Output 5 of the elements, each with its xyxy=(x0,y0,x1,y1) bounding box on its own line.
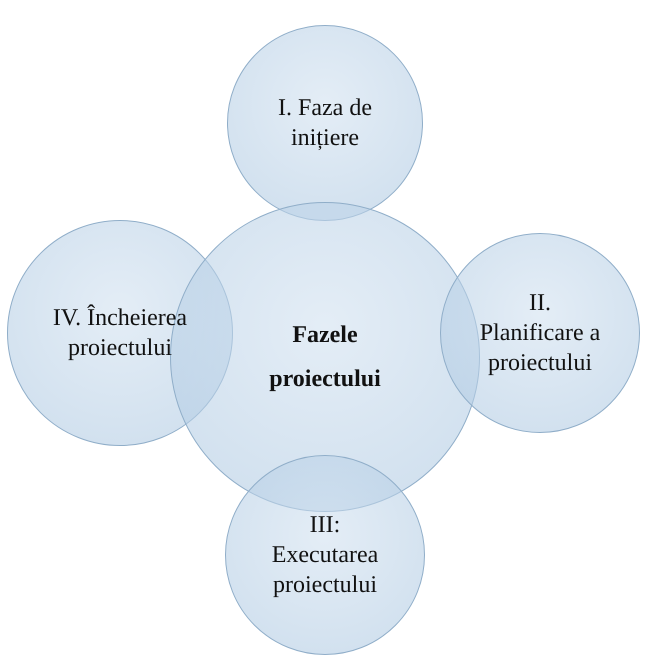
phase-label: I. Faza de inițiere xyxy=(277,94,373,153)
phase-label: II. Planificare a proiectului xyxy=(478,289,602,378)
phase-label: III: Executarea proiectului xyxy=(270,511,380,600)
phase-label: IV. Încheierea proiectului xyxy=(52,303,188,363)
central-label: Fazele proiectului xyxy=(268,321,382,394)
